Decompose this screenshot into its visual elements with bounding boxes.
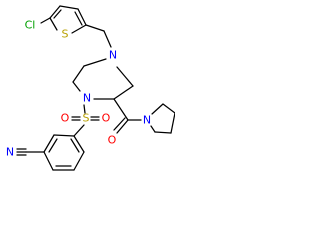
bond-ar1-ar2 (53, 134, 75, 137)
atom-piperazine-n1: N (83, 92, 91, 105)
bond-ar2-ar3-double (48, 138, 58, 153)
bond-co-o (116, 119, 129, 134)
bond-c2r-c3r (113, 85, 134, 100)
bond-c5-s (49, 17, 58, 31)
bond-c5-c4 (49, 5, 61, 19)
bond-cl-c5 (40, 17, 51, 24)
bond-ar6-ar1 (73, 135, 85, 153)
bond-ar6-ar1-double (70, 138, 80, 153)
bond-npyr-ca (151, 103, 164, 115)
atom-label-layer: Cl S N N S O O O N N (6, 19, 151, 159)
bond-co-o-double (113, 117, 126, 131)
bond-c5r-c6r (72, 65, 85, 83)
atom-nitrile-nitrogen: N (6, 146, 14, 159)
bond-c2-ch2 (85, 24, 105, 32)
bond-ar3-ar4 (43, 151, 54, 171)
bond-c3-c2 (77, 8, 87, 26)
bond-layer (16, 5, 175, 171)
atom-sulfonyl-oxygen-right: O (102, 112, 111, 125)
atom-pyrrolidine-nitrogen: N (143, 114, 151, 127)
atom-thiophene-sulfur: S (62, 28, 69, 41)
molecule-structure: Cl S N N S O O O N N (6, 5, 175, 171)
atom-chlorine: Cl (25, 19, 36, 32)
bond-cb-cc (170, 112, 175, 134)
bond-c5-c4-double (53, 9, 62, 19)
bond-cc-cd (154, 131, 172, 134)
bond-cd-npyr (150, 125, 156, 133)
bond-n4-c3r (116, 66, 134, 87)
atom-piperazine-n4: N (109, 49, 117, 62)
bond-ca-cb (162, 103, 175, 114)
atom-carbonyl-oxygen: O (108, 134, 117, 147)
bond-n4-c5r (83, 58, 107, 67)
bond-ar5-ar6 (73, 151, 85, 171)
bond-n1-s (83, 104, 86, 114)
bond-ar2-ar3 (43, 134, 55, 153)
atom-sulfonyl-sulfur: S (83, 112, 90, 125)
bond-c6r-n1 (72, 81, 81, 92)
bond-c3-c2-double (74, 11, 83, 26)
bond-c4-c3 (59, 5, 79, 10)
atom-sulfonyl-oxygen-left: O (61, 112, 70, 125)
bond-ch2-n4 (103, 30, 112, 48)
bond-c2r-co (113, 98, 129, 121)
bond-c2-s (71, 24, 87, 34)
bond-s-aryl (73, 124, 85, 137)
